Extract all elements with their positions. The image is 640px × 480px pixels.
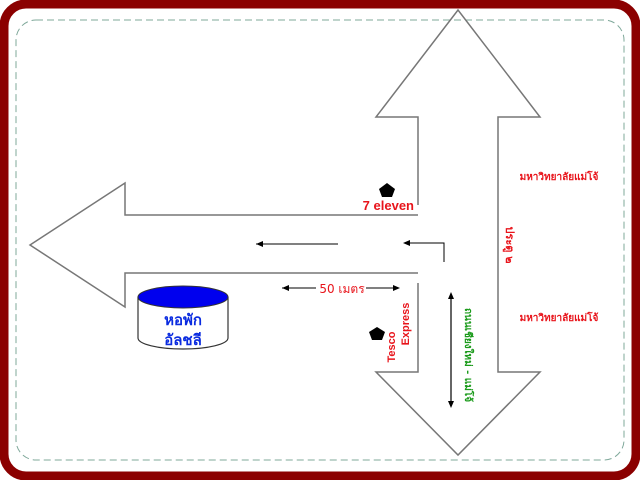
express-label: Express bbox=[400, 303, 412, 346]
tesco-label: Tesco bbox=[386, 331, 398, 362]
seven-eleven-marker-icon bbox=[379, 183, 395, 197]
dorm-tank-icon bbox=[137, 285, 229, 350]
gate-label: ประตู ๒ bbox=[502, 226, 516, 263]
direction-arrow bbox=[256, 241, 338, 247]
dorm-name-line1: หอพัก bbox=[164, 311, 202, 329]
dashed-border bbox=[15, 19, 625, 461]
university-label-bottom: มหาวิทยาลัยแม่โจ้ bbox=[520, 311, 599, 324]
turn-arrow bbox=[403, 240, 445, 262]
seven-eleven-label: 7 eleven bbox=[363, 198, 414, 213]
distance-label: 50 เมตร bbox=[319, 282, 365, 296]
dorm-name-line2: อัลชลี bbox=[164, 331, 202, 349]
road-length-arrow bbox=[448, 292, 454, 408]
road-label: ถนนเชียงใหม่ - แม่โจ้ bbox=[462, 308, 475, 402]
tesco-marker-icon bbox=[369, 327, 385, 340]
vertical-road-arrow bbox=[374, 8, 542, 457]
university-label-top: มหาวิทยาลัยแม่โจ้ bbox=[520, 170, 599, 183]
left-road-arrow bbox=[28, 181, 418, 309]
